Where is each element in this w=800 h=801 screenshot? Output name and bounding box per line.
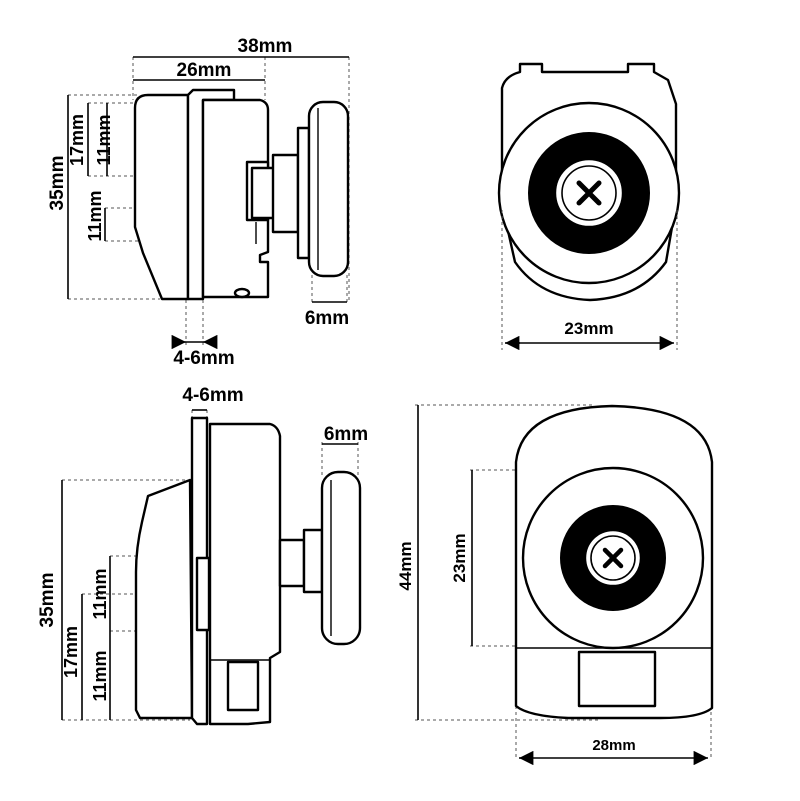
screw-head-icon	[233, 287, 251, 299]
screw-rim	[561, 165, 617, 221]
label-upper-offset: 17mm	[67, 114, 87, 166]
bottom-side-view: 4-6mm 6mm 35mm 11mm 17mm 11mm	[37, 385, 368, 726]
front-housing	[201, 98, 270, 299]
label-lower-segment: 11mm	[85, 190, 105, 241]
adjuster-block	[577, 650, 657, 708]
adjuster-block	[226, 660, 260, 712]
label-wheel-diameter: 23mm	[564, 319, 613, 338]
label-height: 35mm	[37, 573, 58, 628]
screw-rim	[590, 535, 636, 581]
label-upper-offset: 17mm	[61, 626, 81, 678]
label-body-depth: 26mm	[177, 60, 232, 81]
label-lower-segment: 11mm	[90, 650, 110, 701]
back-housing	[134, 478, 194, 720]
top-side-view: 38mm 26mm 35mm 17mm 11mm 11mm 4-6mm 6mm	[47, 36, 350, 369]
label-wheel-width: 6mm	[324, 424, 368, 445]
label-glass-thickness: 4-6mm	[173, 348, 234, 369]
cross-slot-icon	[576, 180, 602, 206]
cross-slot-icon	[602, 547, 624, 569]
label-overall-depth: 38mm	[238, 36, 293, 57]
wheel-hub	[296, 126, 311, 260]
axle-spacer	[271, 153, 300, 234]
label-glass-thickness: 4-6mm	[182, 385, 243, 406]
top-front-view: 23mm	[497, 62, 681, 351]
front-housing	[208, 422, 282, 726]
roller-wheel	[307, 100, 350, 278]
bottom-front-view: 44mm 23mm 28mm	[396, 404, 714, 766]
axle	[278, 538, 306, 588]
label-upper-segment: 11mm	[94, 114, 114, 165]
label-upper-segment: 11mm	[90, 568, 110, 619]
axle-spacer	[302, 528, 324, 594]
label-height: 35mm	[47, 156, 68, 211]
label-overall-height: 44mm	[396, 541, 415, 590]
label-wheel-width: 6mm	[305, 308, 349, 329]
label-wheel-diameter: 23mm	[450, 533, 469, 582]
glass-clamp	[195, 556, 211, 632]
label-body-width: 28mm	[592, 737, 635, 754]
back-housing	[133, 93, 190, 301]
roller-wheel	[320, 470, 362, 646]
